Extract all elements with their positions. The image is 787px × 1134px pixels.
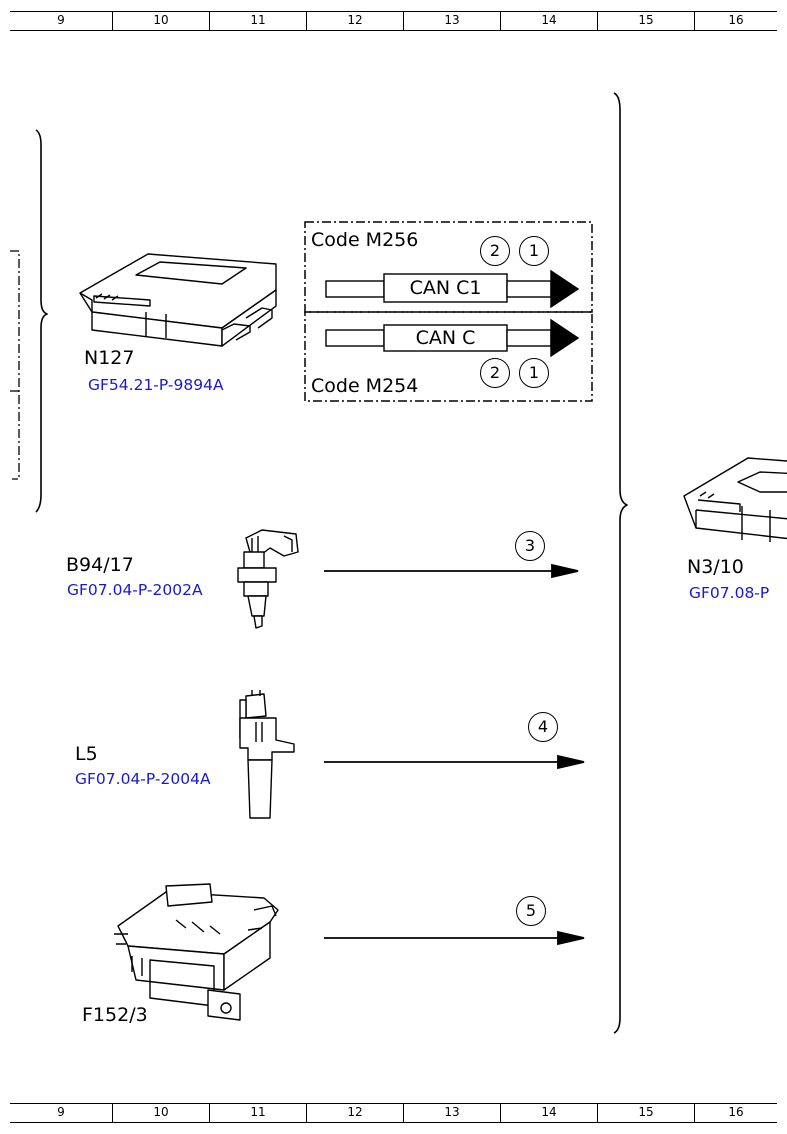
mark-circle: 1 xyxy=(519,236,549,266)
mark-circle: 1 xyxy=(519,358,549,388)
f152-3-module-drawing xyxy=(114,883,279,1021)
ruler-cell: 10 xyxy=(112,12,209,30)
can-c1-label: CAN C1 xyxy=(409,277,482,299)
code-m256-frame xyxy=(304,221,593,313)
can-c-box xyxy=(383,324,508,352)
ruler-cell: 11 xyxy=(209,12,306,30)
left-dashed-frame xyxy=(10,250,20,480)
n3-10-label: N3/10 xyxy=(687,556,744,578)
ruler-cell: 11 xyxy=(209,1104,306,1122)
ruler-cell: 13 xyxy=(403,1104,500,1122)
n3-10-ref-link[interactable]: GF07.08-P xyxy=(689,584,770,602)
ruler-cell: 15 xyxy=(597,12,694,30)
ruler-cell: 16 xyxy=(694,12,777,30)
can-c-arrowhead xyxy=(550,318,580,358)
ruler-cell: 9 xyxy=(57,13,65,27)
l5-label: L5 xyxy=(75,743,98,765)
mark-circle: 2 xyxy=(480,358,510,388)
can-c1-shaft xyxy=(506,280,552,298)
ruler-cell: 10 xyxy=(112,1104,209,1122)
code-m254-frame xyxy=(304,311,593,402)
signal-3-arrowhead xyxy=(551,563,579,579)
can-c-tail xyxy=(325,329,385,347)
signal-4-mark: 4 xyxy=(528,712,558,742)
mark-circle: 2 xyxy=(480,236,510,266)
l5-ref-link[interactable]: GF07.04-P-2004A xyxy=(75,770,211,788)
ruler-cell: 14 xyxy=(500,1104,597,1122)
right-brace xyxy=(613,92,628,1034)
can-c-label: CAN C xyxy=(415,327,476,349)
ruler-cell: 14 xyxy=(500,12,597,30)
can-c-shaft xyxy=(506,329,552,347)
ruler-cell: 9 xyxy=(57,1105,65,1119)
signal-4-arrowhead xyxy=(557,754,585,770)
b94-17-ref-link[interactable]: GF07.04-P-2002A xyxy=(67,581,203,599)
ruler-cell: 13 xyxy=(403,12,500,30)
left-brace xyxy=(35,129,48,513)
top-grid-ruler: 9 10 11 12 13 14 15 16 xyxy=(10,11,777,31)
can-c1-tail xyxy=(325,280,385,298)
ruler-cell: 16 xyxy=(694,1104,777,1122)
signal-5-arrowhead xyxy=(557,930,585,946)
bottom-grid-ruler: 9 10 11 12 13 14 15 16 xyxy=(10,1103,777,1123)
ruler-cell: 12 xyxy=(306,12,403,30)
signal-5-mark: 5 xyxy=(516,896,546,926)
b94-17-sensor-drawing xyxy=(237,529,299,629)
can-c1-arrowhead xyxy=(550,269,580,309)
n127-control-unit-drawing xyxy=(79,253,277,347)
ruler-cell: 12 xyxy=(306,1104,403,1122)
l5-sensor-drawing xyxy=(239,690,295,819)
n3-10-control-unit-drawing xyxy=(683,457,787,542)
signal-3-mark: 3 xyxy=(515,531,545,561)
n127-ref-link[interactable]: GF54.21-P-9894A xyxy=(88,376,224,394)
code-m256-label: Code M256 xyxy=(311,229,419,251)
ruler-cell: 15 xyxy=(597,1104,694,1122)
code-m254-label: Code M254 xyxy=(311,375,419,397)
f152-3-label: F152/3 xyxy=(82,1004,148,1026)
n127-label: N127 xyxy=(84,347,135,369)
b94-17-label: B94/17 xyxy=(66,554,134,576)
